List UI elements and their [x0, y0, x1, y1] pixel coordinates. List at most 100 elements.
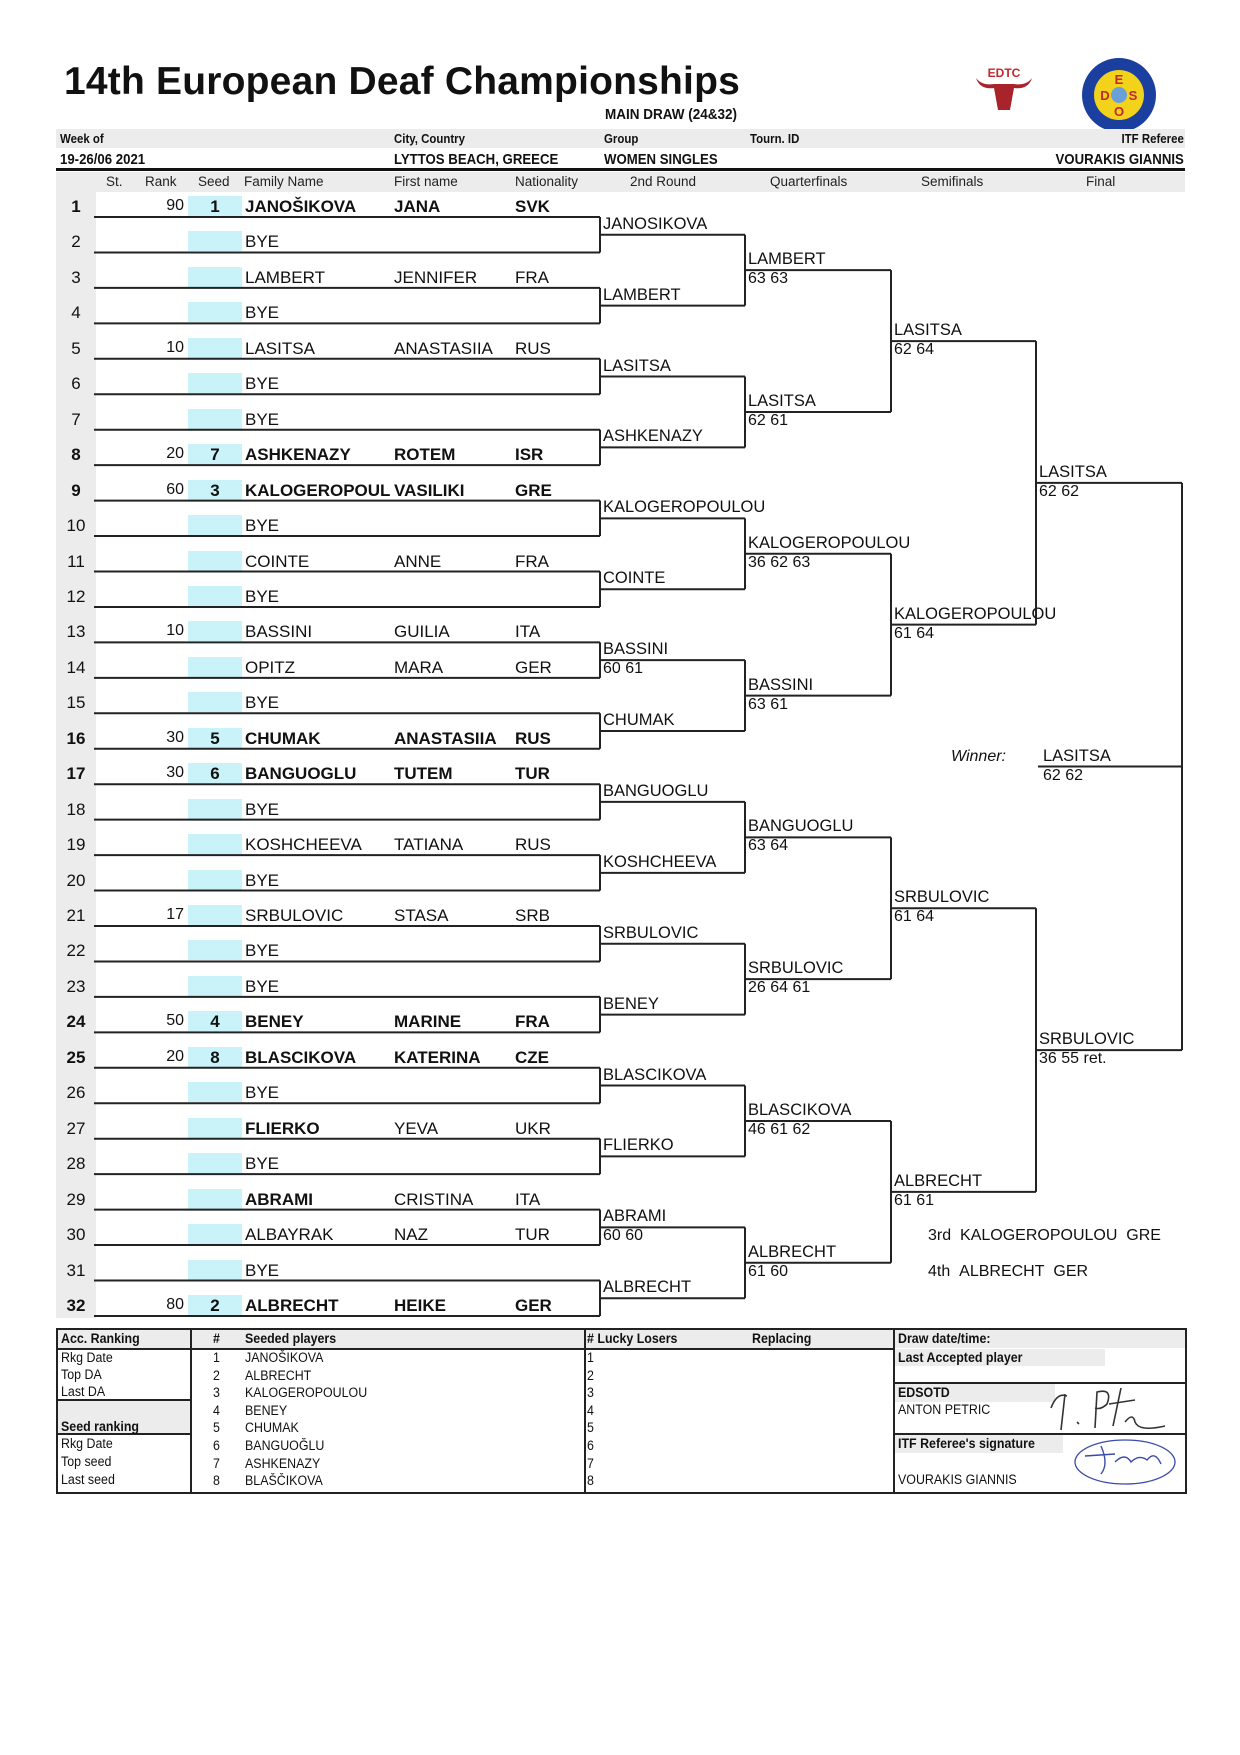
player-nationality: ITA — [515, 1189, 541, 1209]
match-winner-name: LASITSA — [603, 356, 671, 375]
seeded-player-name: BENEY — [245, 1402, 288, 1418]
divider — [893, 1330, 895, 1492]
rkg-date-label: Rkg Date — [61, 1350, 113, 1365]
match-winner-name: BASSINI — [603, 640, 669, 659]
draw-position: 3 — [71, 267, 81, 287]
seed-cell — [188, 231, 242, 252]
match-winner-name: FLIERKO — [603, 1136, 674, 1155]
winner-score: 62 62 — [1043, 767, 1084, 784]
player-family-name: BYE — [245, 1154, 280, 1174]
divider — [895, 1382, 1185, 1384]
draw-position: 12 — [66, 586, 86, 606]
player-first-name: JANA — [394, 197, 441, 216]
seed-cell — [188, 975, 242, 996]
seed-cell — [188, 1259, 242, 1280]
seeded-player-name: ALBRECHT — [245, 1367, 312, 1383]
player-family-name: BYE — [245, 374, 280, 394]
place-name: ALBRECHT — [959, 1263, 1045, 1280]
match-winner-name: CHUMAK — [603, 711, 675, 730]
draw-position: 9 — [71, 480, 81, 500]
col-nationality: Nationality — [515, 174, 579, 189]
seed-number: 5 — [213, 1420, 220, 1436]
player-family-name: LASITSA — [245, 338, 315, 358]
referee-signature — [1074, 1439, 1176, 1485]
match-winner-name: LASITSA — [1039, 462, 1107, 481]
player-family-name: BYE — [245, 303, 280, 323]
seed-ranking-band — [58, 1401, 190, 1433]
svg-text:EDTC: EDTC — [988, 66, 1021, 80]
draw-position: 18 — [66, 799, 86, 819]
player-family-name: COINTE — [245, 551, 310, 571]
draw-position: 22 — [66, 941, 86, 961]
player-first-name: TUTEM — [394, 764, 453, 784]
lucky-loser-number: 5 — [587, 1420, 594, 1436]
match-winner-name: KALOGEROPOULOU — [894, 604, 1057, 623]
draw-position: 29 — [66, 1189, 86, 1209]
draw-subtitle: MAIN DRAW (24&32) — [605, 106, 738, 123]
city-value: LYTTOS BEACH, GREECE — [394, 151, 559, 168]
match-score: 62 62 — [1039, 482, 1080, 500]
seed-cell — [188, 798, 242, 819]
draw-position: 5 — [71, 338, 81, 358]
match-winner-name: LAMBERT — [748, 250, 826, 269]
player-nationality: UKR — [515, 1118, 551, 1138]
column-header-band — [56, 172, 1185, 192]
draw-position: 6 — [71, 374, 81, 394]
tourn-id-label: Tourn. ID — [750, 131, 800, 146]
draw-position: 23 — [66, 976, 86, 996]
draw-position: 17 — [66, 764, 86, 784]
match-winner-name: KOSHCHEEVA — [603, 852, 717, 871]
draw-position: 4 — [71, 303, 81, 323]
top-da-label: Top DA — [61, 1367, 102, 1382]
edsotd-band — [895, 1384, 1055, 1402]
seed-number: 4 — [213, 1402, 220, 1418]
player-seed: 4 — [210, 1012, 220, 1032]
divider — [895, 1433, 1185, 1435]
player-first-name: ROTEM — [394, 445, 456, 465]
seed-cell — [188, 621, 242, 642]
player-nationality: CZE — [515, 1047, 549, 1067]
col-family-name: Family Name — [244, 174, 324, 189]
player-rank: 60 — [166, 480, 184, 498]
draw-position: 27 — [66, 1118, 86, 1138]
match-score: 62 64 — [894, 341, 935, 359]
match-winner-name: ALBRECHT — [894, 1171, 983, 1190]
player-family-name: ABRAMI — [245, 1189, 313, 1209]
match-winner-name: BANGUOGLU — [603, 781, 709, 800]
lucky-loser-number: 6 — [587, 1438, 594, 1453]
player-family-name: KALOGEROPOUL — [245, 480, 391, 500]
svg-text:D: D — [1100, 88, 1109, 103]
acc-ranking-label: Acc. Ranking — [61, 1331, 140, 1346]
lucky-loser-number: 2 — [587, 1367, 594, 1383]
match-score: 61 64 — [894, 624, 935, 642]
player-first-name: ANASTASIIA — [394, 338, 493, 358]
edsotd-signature — [1050, 1387, 1166, 1431]
draw-position: 15 — [66, 693, 86, 713]
row-number-band — [56, 192, 96, 1318]
draw-position: 30 — [66, 1225, 86, 1245]
divider — [190, 1330, 192, 1492]
edtc-logo: EDTC — [976, 66, 1032, 110]
group-label: Group — [604, 131, 639, 146]
draw-position: 32 — [66, 1295, 86, 1315]
rkg-date-label: Rkg Date — [61, 1436, 113, 1451]
lucky-loser-number: 8 — [587, 1473, 594, 1489]
match-score: 61 64 — [894, 908, 935, 926]
match-winner-name: SRBULOVIC — [1039, 1030, 1135, 1049]
player-first-name: HEIKE — [394, 1295, 446, 1315]
player-family-name: ASHKENAZY — [245, 445, 351, 465]
seeded-player-name: BLAŠČIKOVA — [245, 1473, 323, 1489]
match-score: 63 61 — [748, 695, 789, 713]
match-winner-name: COINTE — [603, 569, 666, 588]
player-first-name: ANASTASIIA — [394, 728, 497, 748]
draw-position: 11 — [67, 551, 85, 571]
draw-position: 14 — [66, 657, 86, 677]
last-seed-label: Last seed — [61, 1472, 115, 1487]
player-nationality: RUS — [515, 728, 551, 748]
draw-position: 7 — [71, 409, 81, 429]
col-first-name: First name — [394, 174, 458, 189]
seed-ranking-label: Seed ranking — [61, 1419, 139, 1434]
svg-text:O: O — [1114, 104, 1124, 119]
